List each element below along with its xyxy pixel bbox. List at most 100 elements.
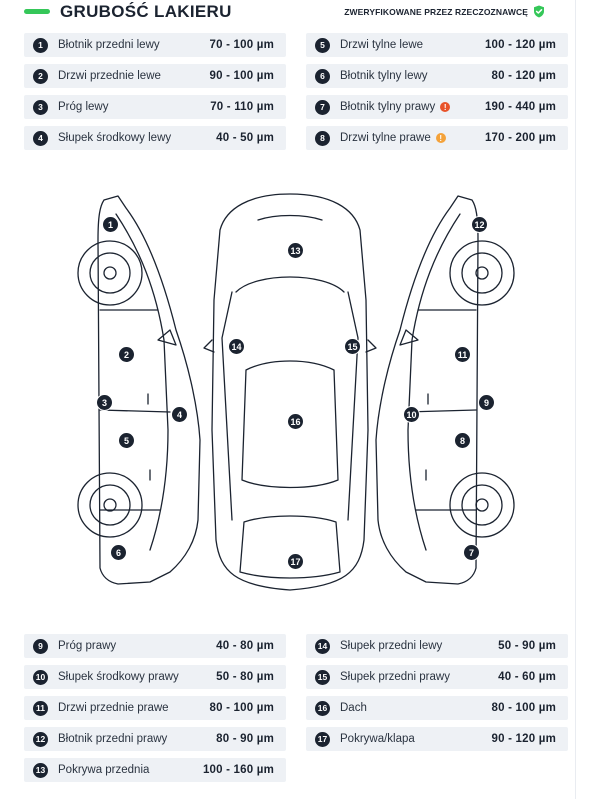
part-number-badge: 16 <box>315 700 330 716</box>
part-label-text: Drzwi tylne lewe <box>340 39 424 51</box>
part-label: Błotnik przedni prawy <box>58 733 216 745</box>
thickness-value: 50 - 90 µm <box>498 640 556 652</box>
measurement-row: 3 Próg lewy 70 - 110 µm <box>24 95 286 119</box>
thickness-value: 40 - 80 µm <box>216 640 274 652</box>
part-label: Słupek środkowy prawy <box>58 671 216 683</box>
car-right-side-outline <box>375 195 515 585</box>
part-label: Słupek przedni lewy <box>340 640 498 652</box>
part-label: Pokrywa przednia <box>58 764 203 776</box>
part-number-badge: 7 <box>315 99 330 115</box>
diagram-marker-7: 7 <box>463 544 480 561</box>
part-label-text: Próg lewy <box>58 101 109 113</box>
thickness-value: 40 - 50 µm <box>216 132 274 144</box>
part-number-badge: 3 <box>33 99 48 115</box>
part-number-badge: 14 <box>315 638 330 654</box>
thickness-value: 100 - 120 µm <box>484 39 556 51</box>
section-title: GRUBOŚĆ LAKIERU <box>60 2 232 21</box>
measurement-row: 13 Pokrywa przednia 100 - 160 µm <box>24 758 286 782</box>
part-label: Drzwi przednie prawe <box>58 702 210 714</box>
thickness-value: 80 - 90 µm <box>216 733 274 745</box>
car-left-side-outline <box>77 195 201 585</box>
part-label-text: Błotnik tylny lewy <box>340 70 428 82</box>
diagram-marker-17: 17 <box>287 553 304 570</box>
part-number-badge: 4 <box>33 130 48 146</box>
car-top-outline <box>203 193 377 591</box>
thickness-value: 100 - 160 µm <box>202 764 274 776</box>
diagram-marker-12: 12 <box>471 216 488 233</box>
warning-icon: ! <box>435 133 446 143</box>
diagram-marker-13: 13 <box>287 242 304 259</box>
measurement-row: 6 Błotnik tylny lewy 80 - 120 µm <box>306 64 568 88</box>
paint-thickness-panel: GRUBOŚĆ LAKIERU ZWERYFIKOWANE PRZEZ RZEC… <box>24 0 576 799</box>
part-label-text: Błotnik przedni prawy <box>58 733 168 745</box>
part-number-badge: 1 <box>33 37 48 53</box>
diagram-marker-1: 1 <box>102 216 119 233</box>
verified-badge: ZWERYFIKOWANE PRZEZ RZECZOZNAWCĘ <box>344 5 545 18</box>
part-label-text: Błotnik tylny prawy <box>340 101 436 113</box>
part-label: Błotnik tylny lewy <box>340 70 492 82</box>
part-label: Błotnik tylny prawy! <box>340 101 485 113</box>
diagram-marker-15: 15 <box>344 338 361 355</box>
thickness-value: 90 - 100 µm <box>209 70 274 82</box>
part-number-badge: 9 <box>33 638 48 654</box>
car-outline-drawing <box>77 193 515 591</box>
measurement-row: 12 Błotnik przedni prawy 80 - 90 µm <box>24 727 286 751</box>
part-number-badge: 12 <box>33 731 48 747</box>
thickness-value: 190 - 440 µm <box>484 101 556 113</box>
measurement-row: 14 Słupek przedni lewy 50 - 90 µm <box>306 634 568 658</box>
part-label-text: Drzwi tylne prawe <box>340 132 431 144</box>
part-label: Słupek środkowy lewy <box>58 132 216 144</box>
part-label: Pokrywa/klapa <box>340 733 492 745</box>
part-label-text: Słupek środkowy prawy <box>58 671 179 683</box>
diagram-marker-11: 11 <box>454 346 471 363</box>
diagram-marker-5: 5 <box>118 432 135 449</box>
diagram-marker-2: 2 <box>118 346 135 363</box>
diagram-marker-3: 3 <box>96 394 113 411</box>
part-label: Próg prawy <box>58 640 216 652</box>
thickness-value: 80 - 120 µm <box>491 70 556 82</box>
diagram-marker-10: 10 <box>403 406 420 423</box>
part-number-badge: 5 <box>315 37 330 53</box>
part-label-text: Słupek przedni prawy <box>340 671 450 683</box>
diagram-marker-9: 9 <box>478 394 495 411</box>
warning-icon: ! <box>440 102 451 112</box>
part-label: Drzwi tylne lewe <box>340 39 485 51</box>
part-number-badge: 13 <box>33 762 48 778</box>
part-label: Dach <box>340 702 492 714</box>
part-number-badge: 11 <box>33 700 48 716</box>
part-label-text: Pokrywa przednia <box>58 764 150 776</box>
thickness-value: 70 - 100 µm <box>209 39 274 51</box>
part-number-badge: 6 <box>315 68 330 84</box>
thickness-value: 80 - 100 µm <box>491 702 556 714</box>
verified-text: ZWERYFIKOWANE PRZEZ RZECZOZNAWCĘ <box>344 6 528 17</box>
thickness-value: 70 - 110 µm <box>210 101 274 113</box>
measurement-row: 5 Drzwi tylne lewe 100 - 120 µm <box>306 33 568 57</box>
part-label: Słupek przedni prawy <box>340 671 498 683</box>
part-label: Próg lewy <box>58 101 210 113</box>
measurement-row: 11 Drzwi przednie prawe 80 - 100 µm <box>24 696 286 720</box>
thickness-value: 90 - 120 µm <box>491 733 556 745</box>
part-label-text: Drzwi przednie lewe <box>58 70 161 82</box>
part-number-badge: 2 <box>33 68 48 84</box>
thickness-value: 40 - 60 µm <box>498 671 556 683</box>
part-label-text: Drzwi przednie prawe <box>58 702 169 714</box>
part-label-text: Błotnik przedni lewy <box>58 39 160 51</box>
part-label: Błotnik przedni lewy <box>58 39 210 51</box>
part-label: Drzwi przednie lewe <box>58 70 210 82</box>
part-label-text: Słupek przedni lewy <box>340 640 443 652</box>
diagram-marker-14: 14 <box>228 338 245 355</box>
thickness-value: 80 - 100 µm <box>209 702 274 714</box>
diagram-marker-6: 6 <box>110 544 127 561</box>
thickness-value: 50 - 80 µm <box>216 671 274 683</box>
diagram-marker-16: 16 <box>287 413 304 430</box>
